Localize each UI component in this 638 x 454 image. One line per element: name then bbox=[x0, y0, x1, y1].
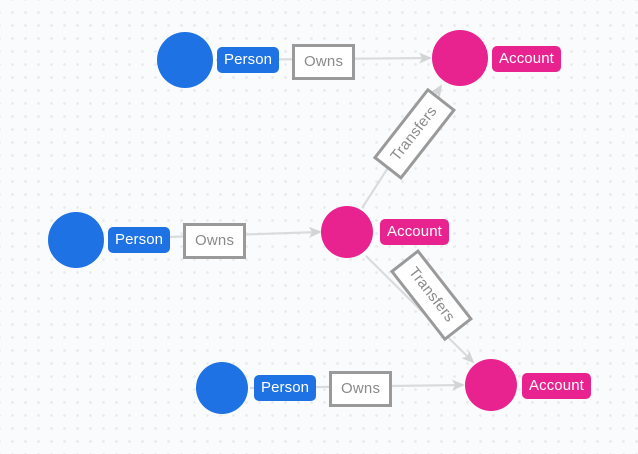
node-label-person-3[interactable]: Person bbox=[254, 375, 317, 401]
node-label-account-1[interactable]: Account bbox=[492, 46, 561, 72]
node-account-2[interactable] bbox=[321, 206, 373, 258]
node-account-1[interactable] bbox=[432, 30, 488, 86]
node-label-person-2[interactable]: Person bbox=[108, 227, 171, 253]
edge-label-owns-1[interactable]: Owns bbox=[292, 44, 356, 80]
node-label-account-2[interactable]: Account bbox=[380, 219, 449, 245]
node-person-3[interactable] bbox=[196, 362, 248, 414]
node-person-2[interactable] bbox=[48, 212, 104, 268]
node-person-1[interactable] bbox=[157, 32, 213, 88]
node-label-person-1[interactable]: Person bbox=[217, 47, 280, 73]
edge-label-owns-2[interactable]: Owns bbox=[183, 223, 247, 259]
node-label-account-3[interactable]: Account bbox=[522, 373, 591, 399]
node-account-3[interactable] bbox=[465, 359, 517, 411]
edge-label-owns-3[interactable]: Owns bbox=[329, 371, 393, 407]
